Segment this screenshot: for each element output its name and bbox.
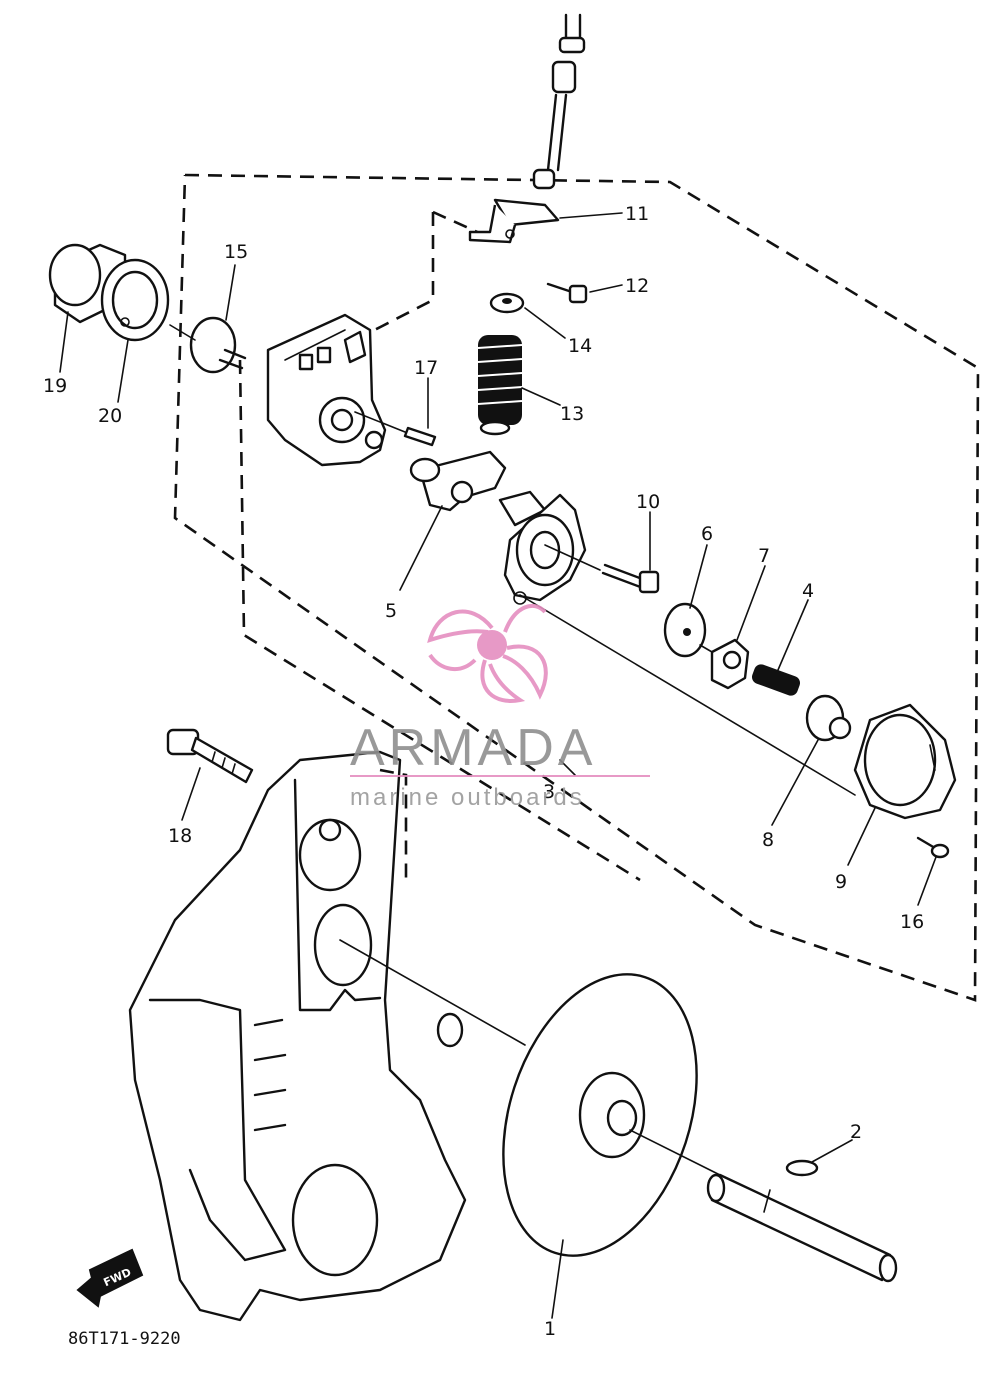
label-part-8: 8 [762, 829, 774, 851]
label-part-2: 2 [850, 1121, 862, 1143]
part-7-cam [710, 638, 750, 690]
part-shaft [706, 1173, 898, 1283]
throttle-cam-assembly [498, 490, 587, 605]
label-part-9: 9 [835, 871, 847, 893]
callout-labels: 11 12 14 13 15 17 19 20 5 10 6 7 4 8 9 1… [43, 203, 924, 1340]
part-17-pin [403, 426, 437, 447]
label-part-1: 1 [544, 1318, 556, 1340]
label-part-6: 6 [701, 523, 713, 545]
part-10-screw [601, 563, 660, 594]
watermark-subtitle: marine outboards [350, 784, 585, 811]
lower-casing [128, 750, 467, 1322]
forward-arrow-icon: FWD [76, 1248, 144, 1308]
label-part-7: 7 [758, 545, 770, 567]
label-part-11: 11 [625, 203, 649, 225]
label-part-16: 16 [900, 911, 924, 933]
label-part-15: 15 [224, 241, 248, 263]
part-9-cover [853, 703, 957, 820]
throttle-housing [266, 313, 387, 467]
part-15-plunger [189, 316, 247, 374]
drawing-code: 86T171-9220 [68, 1329, 181, 1349]
label-part-20: 20 [98, 405, 122, 427]
label-part-19: 19 [43, 375, 67, 397]
part-14-washer [489, 292, 525, 314]
part-8-bushing [805, 694, 852, 742]
part-13-spring [477, 335, 523, 436]
part-5-cam-lever [409, 450, 507, 512]
part-4-spring [751, 664, 801, 696]
part-20-bushing [100, 258, 170, 342]
leader-lines [59, 212, 937, 1319]
label-part-4: 4 [802, 580, 814, 602]
label-part-13: 13 [560, 403, 584, 425]
label-part-10: 10 [636, 491, 660, 513]
part-12-screw [546, 282, 588, 304]
part-16-screw [916, 836, 950, 859]
label-part-17: 17 [414, 357, 438, 379]
propeller-logo-icon [427, 603, 548, 703]
label-part-5: 5 [385, 600, 397, 622]
part-1-disc [502, 973, 698, 1257]
part-11-bracket [468, 198, 560, 244]
watermark-title: ARMADA [350, 719, 596, 777]
label-part-18: 18 [168, 825, 192, 847]
armada-watermark: ARMADA marine outboards [350, 603, 650, 811]
label-part-3: 3 [543, 781, 555, 803]
alignment-lines [169, 324, 856, 1176]
part-6-washer [663, 602, 707, 658]
part-2-key [785, 1159, 819, 1177]
throttle-cable [532, 13, 586, 190]
label-part-14: 14 [568, 335, 592, 357]
label-part-12: 12 [625, 275, 649, 297]
part-18-bolt [166, 728, 254, 784]
